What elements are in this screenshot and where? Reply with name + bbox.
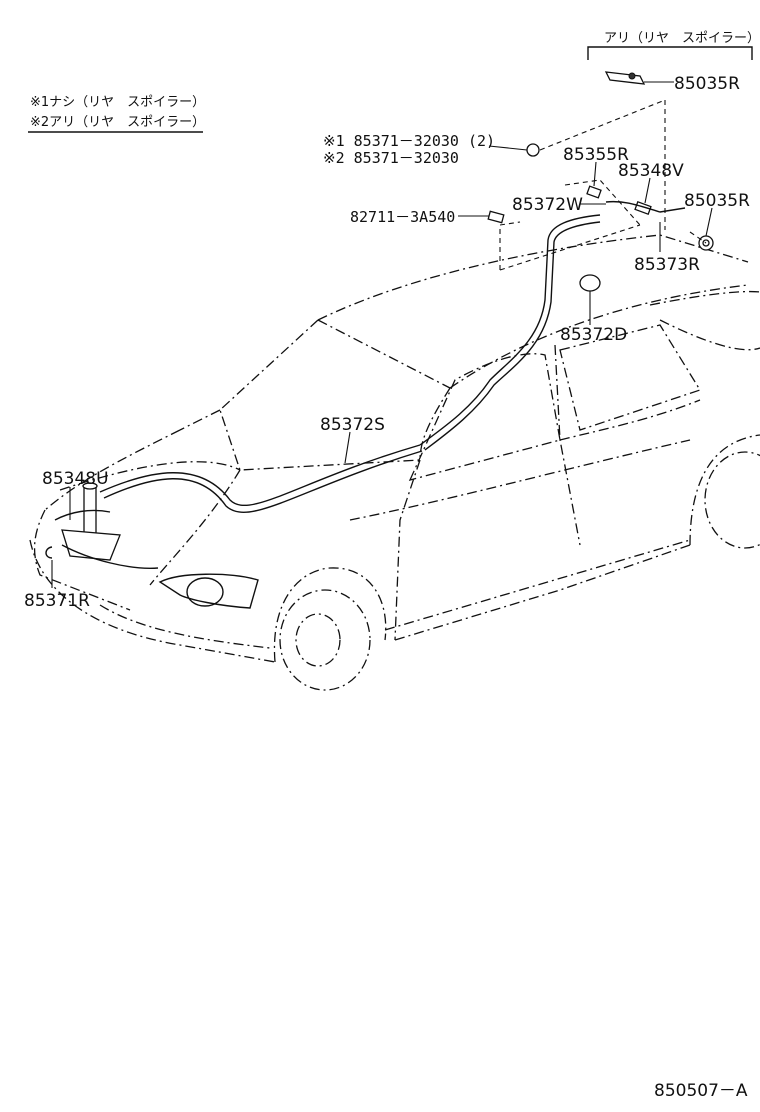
hose-bracket-bottom [499, 224, 641, 271]
note-variant-1: ※1ナシ（リヤ スポイラー） [30, 95, 205, 110]
leader-85372s [344, 431, 351, 464]
label-85371-variant-2: ※2 85371－32030 [323, 149, 459, 167]
washer-hose-85372s [99, 444, 423, 513]
label-85035r-mid: 85035R [684, 191, 750, 211]
hose-bracket-left [499, 221, 521, 270]
label-85372d: 85372D [560, 325, 627, 345]
label-85371-variant-1: ※1 85371－32030 (2) [323, 132, 495, 150]
label-82711: 82711－3A540 [350, 208, 455, 226]
valve-85348v-icon [634, 177, 652, 215]
joint-85355r-icon [586, 161, 602, 199]
label-85035r-top: 85035R [674, 74, 740, 94]
washer-hose-85372w [419, 214, 601, 451]
spoiler-box-label: アリ（リヤ スポイラー） [604, 31, 760, 46]
clip-85371r-icon [45, 546, 53, 588]
diagram-code: 850507－A [654, 1081, 748, 1101]
spoiler-guide-line-2 [539, 99, 666, 151]
label-85348v: 85348V [618, 161, 684, 181]
label-85355r: 85355R [563, 145, 629, 165]
part-85035r-top-icon [604, 71, 674, 85]
label-85372s: 85372S [320, 415, 385, 435]
nozzle-85035r-icon [689, 207, 714, 251]
label-85371r: 85371R [24, 591, 90, 611]
label-85373r: 85373R [634, 255, 700, 275]
label-85372w: 85372W [512, 195, 583, 215]
grommet-85372d-icon [579, 274, 601, 325]
clip-85371-icon [488, 143, 540, 157]
clamp-82711-icon [458, 210, 505, 224]
hose-bracket-top [564, 179, 641, 226]
note-variant-2: ※2アリ（リヤ スポイラー） [30, 115, 205, 130]
car-body-outline [29, 234, 760, 691]
hose-segment-rear [605, 200, 686, 213]
washer-tank-icon [54, 482, 159, 569]
spoiler-bracket [587, 46, 753, 60]
label-85348u: 85348U [42, 469, 109, 489]
